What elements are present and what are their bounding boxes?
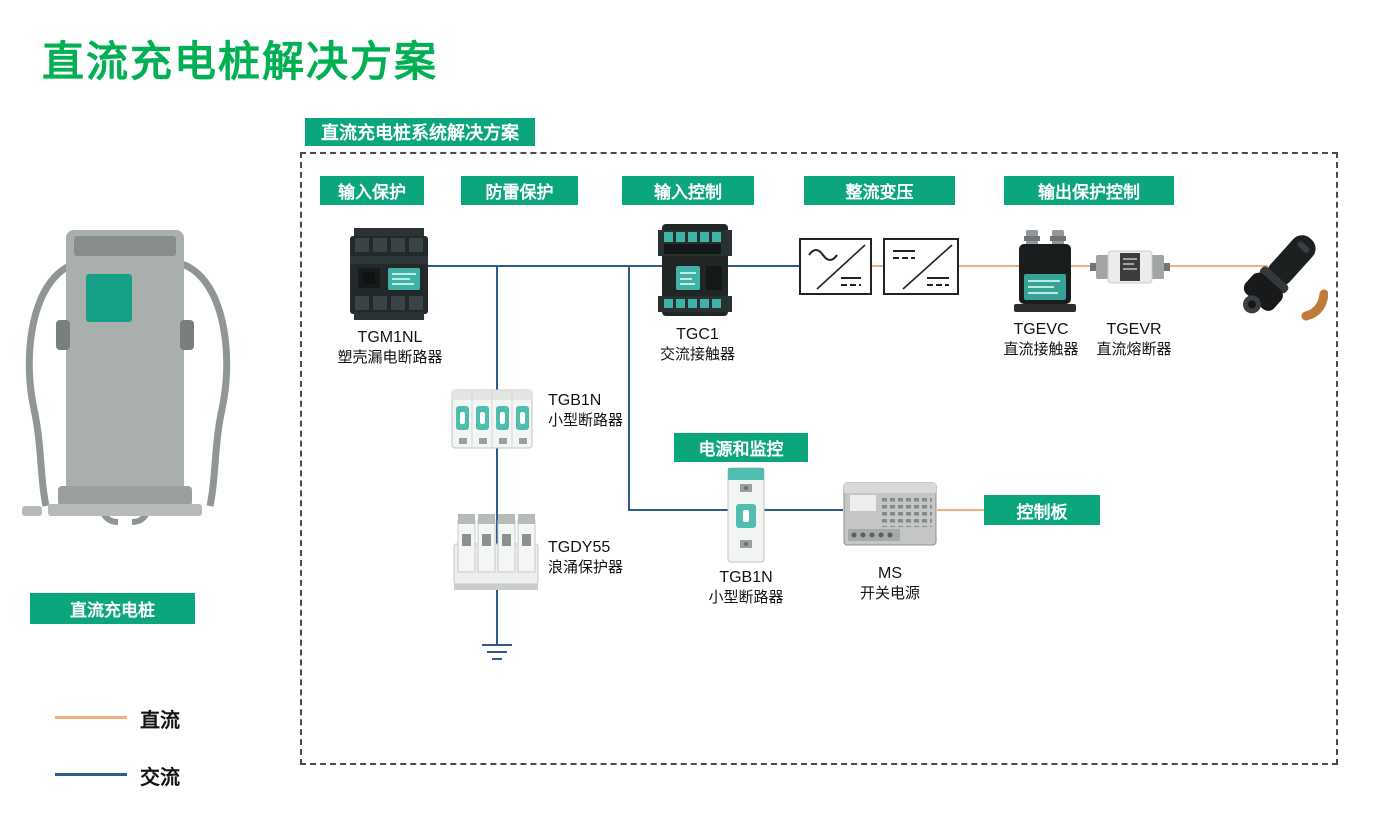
tgevr-label: TGEVR 直流熔断器: [1083, 320, 1185, 360]
ac-dc-converter-symbol: [799, 238, 872, 295]
stage-badge-output-protection-control: 输出保护控制: [1004, 176, 1174, 205]
control-board-badge: 控制板: [984, 495, 1100, 525]
ground-symbol-line-2: [487, 651, 507, 653]
tgm1nl-name: TGM1NL: [357, 329, 423, 346]
tgdy55-name: TGDY55: [548, 539, 611, 556]
stage-badge-input-protection: 输入保护: [320, 176, 424, 205]
tgevr-name: TGEVR: [1106, 321, 1162, 338]
charging-gun-image: [1228, 226, 1328, 324]
stage-badge-power-and-monitoring: 电源和监控: [674, 433, 808, 462]
tgc1-label: TGC1 交流接触器: [630, 325, 765, 365]
stage-badge-input-control: 输入控制: [622, 176, 754, 205]
tgb1n-top-label: TGB1N 小型断路器: [548, 391, 668, 431]
ac-monitor-branch-line: [628, 265, 630, 511]
tgdy55-label: TGDY55 浪涌保护器: [548, 538, 668, 578]
charging-pile-illustration: [22, 224, 267, 534]
tgb1n-bottom-label: TGB1N 小型断路器: [690, 568, 802, 608]
tgm1nl-label: TGM1NL 塑壳漏电断路器: [320, 328, 460, 368]
tgevc-dc-contactor-image: [1014, 230, 1076, 314]
stage-badge-rectify-transform: 整流变压: [804, 176, 955, 205]
tgb1n-bottom-name: TGB1N: [719, 569, 773, 586]
tgc1-desc: 交流接触器: [659, 346, 735, 363]
legend-dc-line: [55, 716, 127, 719]
ground-symbol-line-1: [482, 644, 512, 646]
tgb1n-top-breaker-image: [450, 386, 534, 452]
legend-ac-label: 交流: [140, 767, 180, 789]
tgevr-desc: 直流熔断器: [1096, 341, 1172, 358]
stage-badge-surge-protection: 防雷保护: [461, 176, 578, 205]
tgevc-label: TGEVC 直流接触器: [985, 320, 1097, 360]
ac-main-line: [388, 265, 802, 267]
ac-surge-branch-line: [496, 265, 498, 645]
diagram-header-badge: 直流充电桩系统解决方案: [305, 118, 535, 146]
tgevr-dc-fuse-image: [1090, 243, 1170, 291]
tgc1-contactor-image: [652, 222, 738, 319]
ms-desc: 开关电源: [859, 585, 920, 602]
dc-dc-converter-symbol: [883, 238, 959, 295]
page-title: 直流充电桩解决方案: [42, 38, 439, 85]
tgm1nl-desc: 塑壳漏电断路器: [337, 349, 443, 366]
tgm1nl-breaker-image: [344, 226, 434, 321]
tgb1n-top-name: TGB1N: [548, 392, 602, 409]
legend-dc-label: 直流: [140, 710, 180, 732]
tgb1n-bottom-desc: 小型断路器: [708, 589, 784, 606]
ms-name: MS: [878, 565, 902, 582]
ground-symbol-line-3: [492, 658, 502, 660]
diagram-dashed-box: [300, 152, 1338, 765]
charging-pile-image: [22, 230, 231, 525]
pile-badge: 直流充电桩: [30, 593, 195, 624]
dc-control-board-line: [937, 509, 985, 511]
tgdy55-surge-protector-image: [450, 510, 542, 592]
ms-label: MS 开关电源: [845, 564, 935, 604]
tgc1-name: TGC1: [676, 326, 719, 343]
tgdy55-desc: 浪涌保护器: [548, 559, 624, 576]
dc-link-line: [870, 265, 884, 267]
tgevc-name: TGEVC: [1013, 321, 1069, 338]
tgb1n-top-desc: 小型断路器: [548, 412, 624, 429]
tgb1n-bottom-breaker-image: [719, 466, 773, 564]
ms-power-supply-image: [842, 477, 938, 553]
legend-ac-line: [55, 773, 127, 776]
tgevc-desc: 直流接触器: [1003, 341, 1079, 358]
